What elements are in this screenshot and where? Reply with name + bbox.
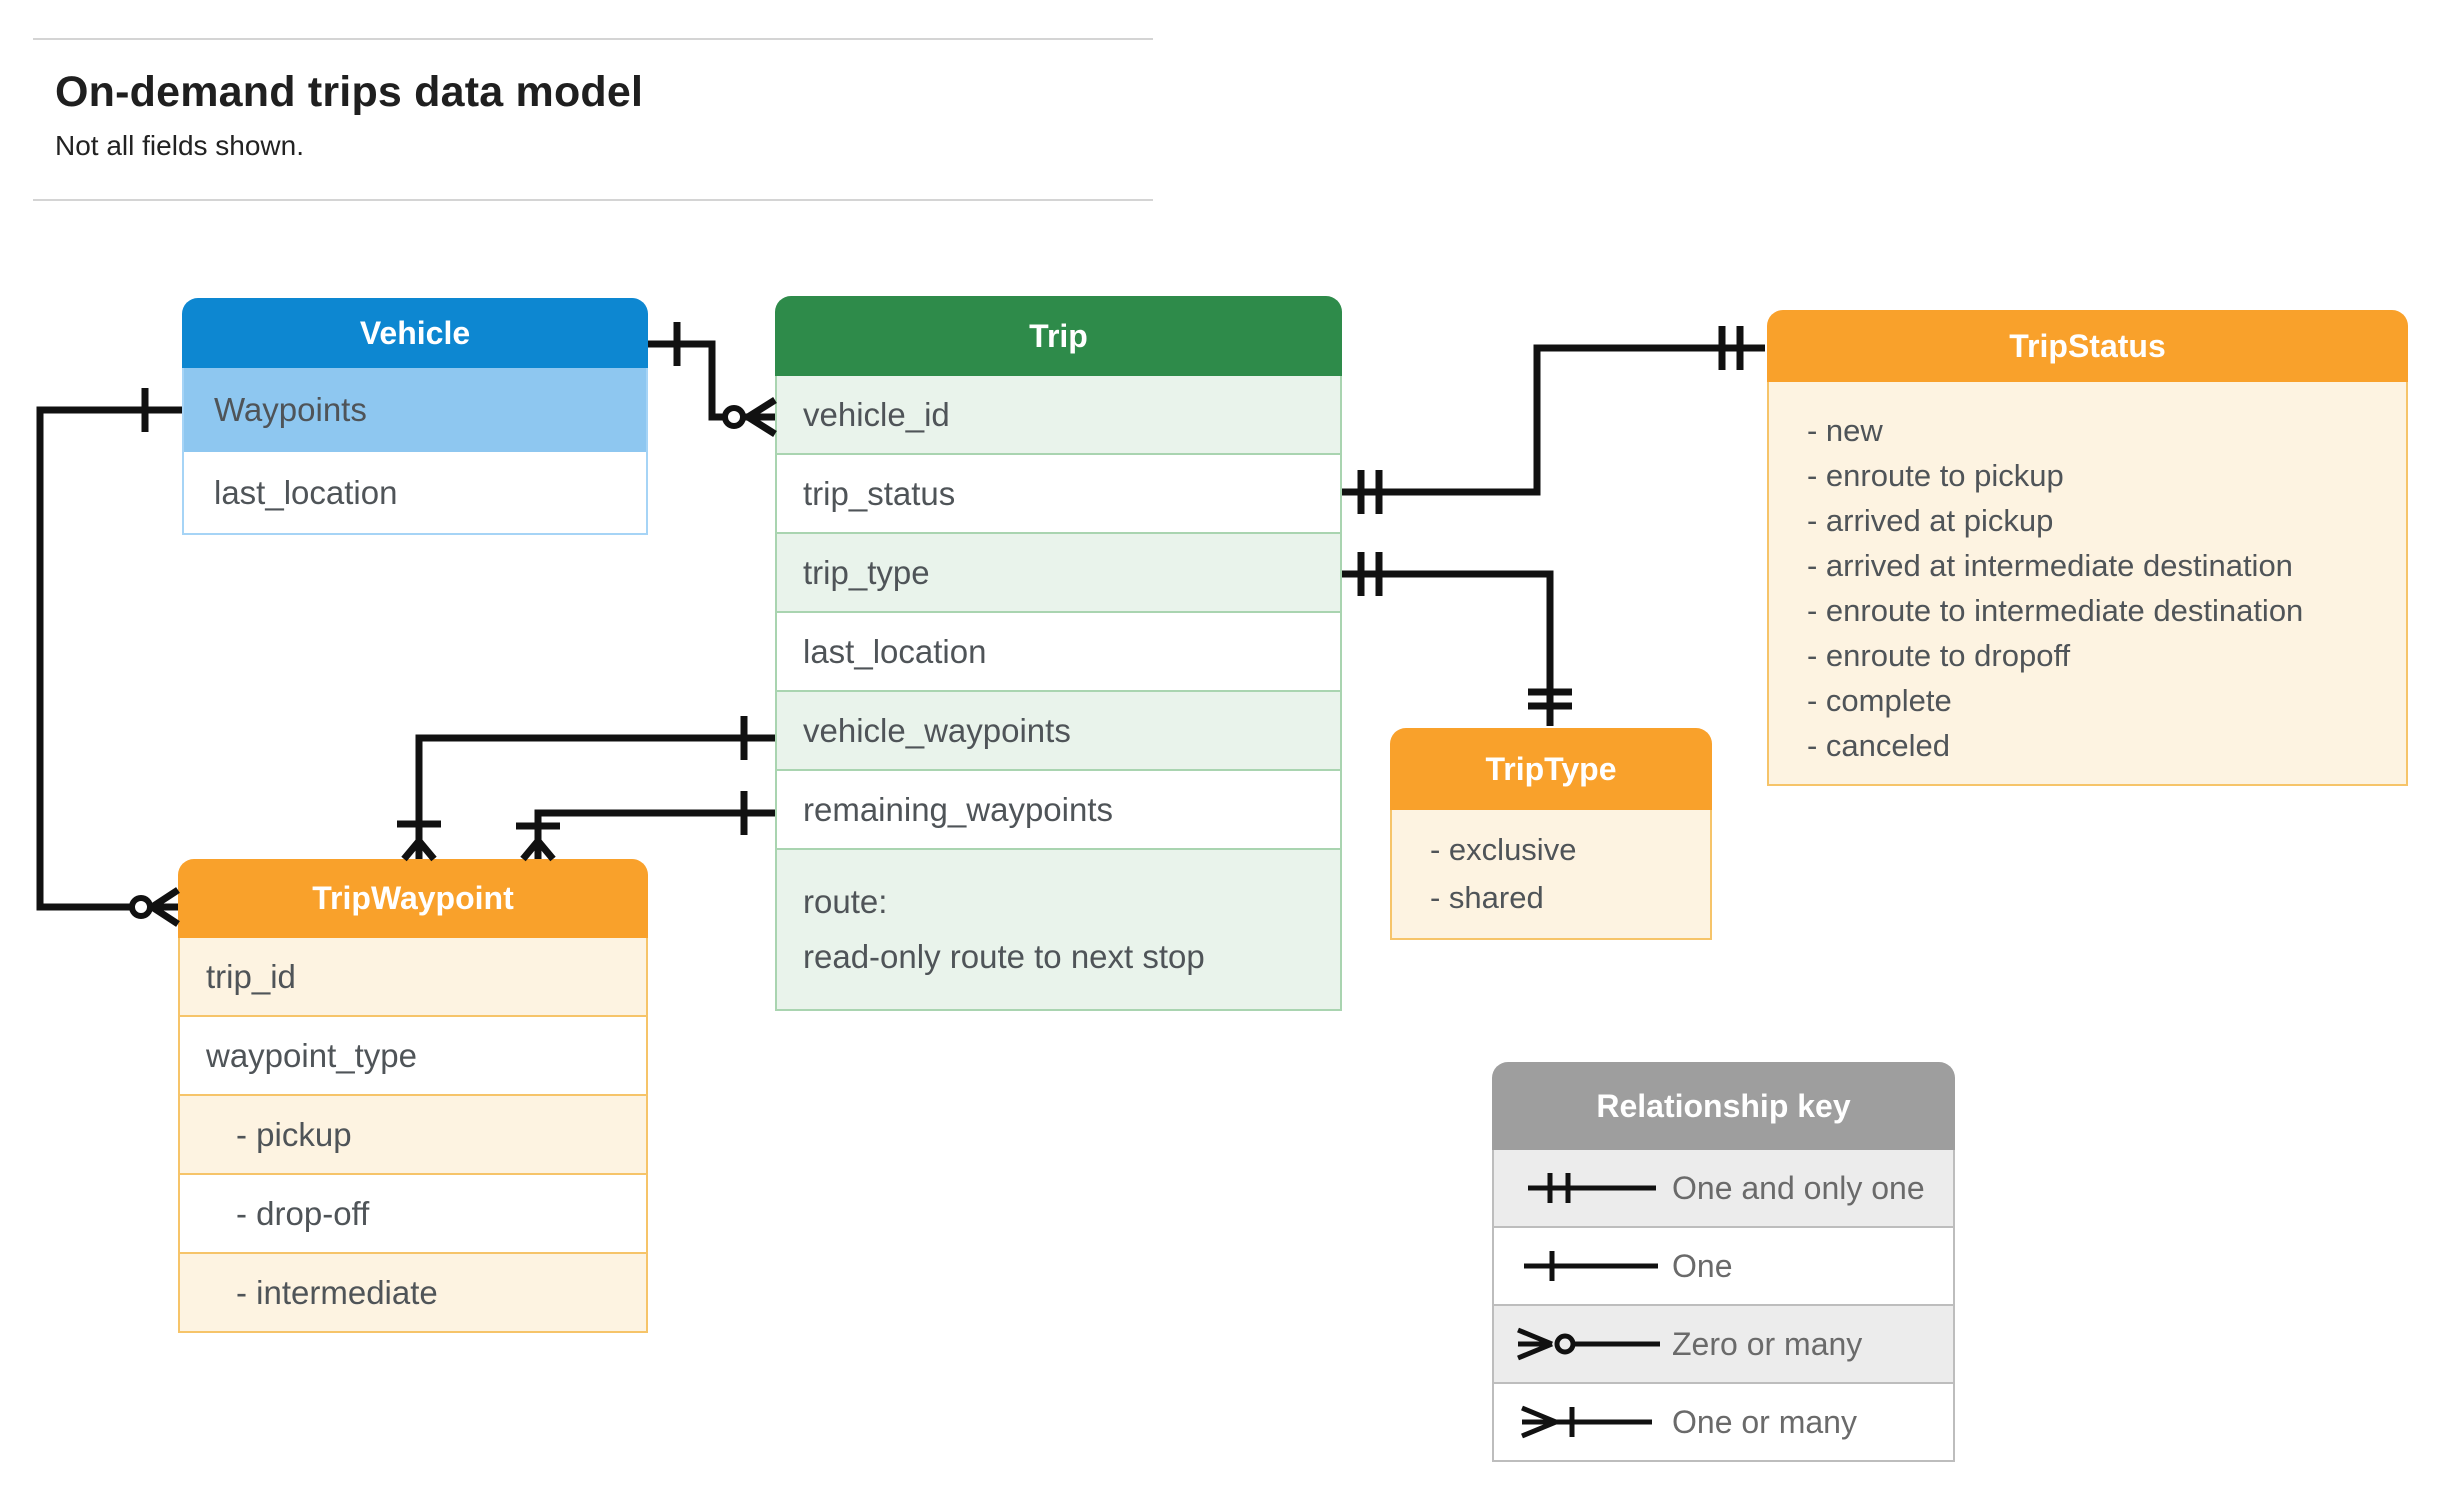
entity-tripstatus-title: TripStatus <box>2009 327 2166 364</box>
tripwaypoint-value-intermediate: - intermediate <box>180 1252 646 1331</box>
tripwaypoint-value-pickup: - pickup <box>180 1094 646 1173</box>
entity-vehicle: Vehicle Waypoints last_location <box>182 298 648 535</box>
entity-tripstatus-header: TripStatus <box>1767 310 2408 382</box>
tripstatus-value: - arrived at pickup <box>1807 503 2054 538</box>
one-or-many-icon <box>1521 1405 1652 1439</box>
connector-trip-remaining-waypoints-to-tripwaypoint <box>516 791 775 862</box>
legend-row-one: One <box>1494 1226 1953 1304</box>
entity-triptype: TripType - exclusive - shared <box>1390 728 1712 940</box>
vehicle-field-last-location: last_location <box>184 452 646 533</box>
entity-triptype-header: TripType <box>1390 728 1712 810</box>
entity-tripwaypoint-title: TripWaypoint <box>312 880 514 916</box>
entity-tripwaypoint: TripWaypoint trip_id waypoint_type - pic… <box>178 859 648 1333</box>
tripstatus-value: - complete <box>1807 683 1952 718</box>
legend-row-one-and-only-one: One and only one <box>1494 1150 1953 1226</box>
entity-tripstatus: TripStatus - new - enroute to pickup - a… <box>1767 310 2408 786</box>
entity-tripwaypoint-header: TripWaypoint <box>178 859 648 938</box>
connector-trip-vehicle-waypoints-to-tripwaypoint <box>397 716 775 862</box>
connector-trip-type-to-triptype <box>1342 552 1572 726</box>
entity-triptype-title: TripType <box>1485 750 1617 787</box>
relationship-key-header: Relationship key <box>1492 1062 1955 1150</box>
header-divider <box>33 199 1153 201</box>
trip-field-trip-status: trip_status <box>777 453 1340 532</box>
tripstatus-value: - enroute to dropoff <box>1807 638 2071 673</box>
relationship-key: Relationship key One and only one One <box>1492 1062 1955 1462</box>
connector-vehicle-waypoints-to-tripwaypoint <box>36 388 182 927</box>
zero-or-many-icon <box>1517 1327 1660 1361</box>
tripstatus-value: - new <box>1807 413 1883 448</box>
entity-trip-header: Trip <box>775 296 1342 376</box>
entity-vehicle-title: Vehicle <box>359 314 471 351</box>
tripstatus-value: - canceled <box>1807 728 1951 763</box>
tripwaypoint-field-waypoint-type: waypoint_type <box>180 1015 646 1094</box>
trip-field-vehicle-waypoints: vehicle_waypoints <box>777 690 1340 769</box>
trip-field-remaining-waypoints: remaining_waypoints <box>777 769 1340 848</box>
entity-trip: Trip vehicle_id trip_status trip_type la… <box>775 296 1342 1011</box>
legend-row-one-or-many: One or many <box>1494 1382 1953 1460</box>
page-title: On-demand trips data model <box>55 68 644 116</box>
connector-trip-status-to-tripstatus <box>1342 326 1765 514</box>
tripstatus-value: - enroute to intermediate destination <box>1807 593 2304 628</box>
tripstatus-value: - enroute to pickup <box>1807 458 2064 493</box>
trip-field-last-location: last_location <box>777 611 1340 690</box>
top-divider <box>33 38 1153 40</box>
tripstatus-value: - arrived at intermediate destination <box>1807 548 2293 583</box>
trip-field-route: route: read-only route to next stop <box>777 848 1340 1009</box>
entity-trip-title: Trip <box>1029 317 1088 354</box>
page-subtitle: Not all fields shown. <box>55 130 305 161</box>
tripwaypoint-value-drop-off: - drop-off <box>180 1173 646 1252</box>
trip-field-vehicle-id: vehicle_id <box>777 376 1340 453</box>
connector-vehicle-to-trip <box>648 322 777 437</box>
trip-field-trip-type: trip_type <box>777 532 1340 611</box>
triptype-value: - shared <box>1430 880 1544 915</box>
legend-row-zero-or-many: Zero or many <box>1494 1304 1953 1382</box>
vehicle-field-waypoints: Waypoints <box>184 368 646 452</box>
one-and-only-one-icon <box>1528 1173 1656 1203</box>
entity-vehicle-header: Vehicle <box>182 298 648 368</box>
one-icon <box>1524 1251 1658 1281</box>
relationship-key-title: Relationship key <box>1596 1087 1851 1124</box>
triptype-value: - exclusive <box>1430 832 1577 867</box>
tripwaypoint-field-trip-id: trip_id <box>180 938 646 1015</box>
